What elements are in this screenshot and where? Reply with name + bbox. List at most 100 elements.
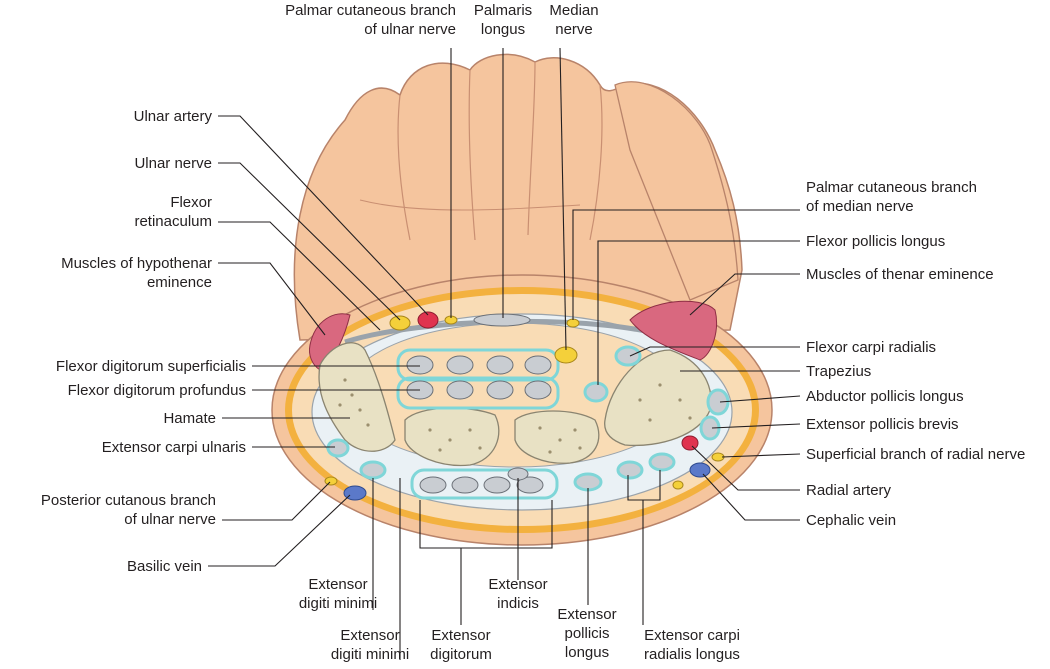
label-trapezius-line: Trapezius bbox=[806, 363, 871, 380]
leader-hypothenar bbox=[218, 262, 326, 336]
fpl-tendon bbox=[583, 381, 609, 403]
finger-crease-2 bbox=[468, 69, 476, 241]
label-hypothenar-line: Muscles of hypothenar bbox=[61, 255, 212, 272]
leader-ulnar-nerve bbox=[218, 162, 401, 321]
label-edm-lower: Extensor digiti minimi bbox=[331, 627, 409, 663]
label-palmar-cutaneous-median-line: of median nerve bbox=[806, 198, 914, 215]
apl-tendon bbox=[706, 388, 730, 416]
label-edm-upper-line: Extensor bbox=[308, 576, 367, 593]
label-median-nerve: Median nerve bbox=[549, 2, 598, 38]
label-palmaris-longus-line: Palmaris bbox=[474, 2, 532, 19]
label-palmar-cutaneous-ulnar: Palmar cutaneous branch of ulnar nerve bbox=[285, 2, 456, 38]
labels: Palmar cutaneous branch of ulnar nerve Pa… bbox=[41, 2, 1025, 663]
leader-flexor-retinaculum bbox=[218, 221, 381, 331]
label-hypothenar-line: eminence bbox=[147, 274, 212, 291]
label-epl-line: longus bbox=[565, 644, 609, 661]
label-ulnar-nerve-line: Ulnar nerve bbox=[134, 155, 212, 172]
leader-ulnar-artery bbox=[218, 115, 429, 316]
label-apl: Abductor pollicis longus bbox=[806, 388, 964, 405]
ecu-tendon bbox=[326, 438, 350, 458]
label-ext-indicis-line: Extensor bbox=[488, 576, 547, 593]
basilic-vein bbox=[343, 485, 367, 501]
leader-thenar bbox=[689, 273, 800, 316]
label-cephalic-vein: Cephalic vein bbox=[806, 512, 896, 529]
fist bbox=[293, 53, 743, 341]
label-thenar: Muscles of thenar eminence bbox=[806, 266, 994, 283]
finger-crease-1 bbox=[397, 94, 411, 241]
finger-crease-4 bbox=[589, 84, 603, 241]
label-median-nerve-line: nerve bbox=[555, 21, 593, 38]
label-epb-line: Extensor pollicis brevis bbox=[806, 416, 959, 433]
leader-cephalic-vein bbox=[702, 473, 800, 521]
finger-crease-3 bbox=[527, 61, 536, 236]
label-flexor-retinaculum: Flexor retinaculum bbox=[134, 194, 212, 230]
leader-apl bbox=[719, 395, 801, 403]
cephalic-vein bbox=[689, 462, 711, 478]
label-trapezius: Trapezius bbox=[806, 363, 871, 380]
leader-superficial-radial bbox=[721, 453, 801, 458]
edm-tendon bbox=[359, 460, 387, 480]
label-flexor-retinaculum-line: Flexor bbox=[170, 194, 212, 211]
label-edm-lower-line: Extensor bbox=[340, 627, 399, 644]
label-hypothenar: Muscles of hypothenar eminence bbox=[61, 255, 212, 291]
label-fdp: Flexor digitorum profundus bbox=[68, 382, 246, 399]
radial-artery bbox=[681, 435, 699, 451]
label-ecu: Extensor carpi ulnaris bbox=[102, 439, 246, 456]
label-palmar-cutaneous-ulnar-line: of ulnar nerve bbox=[364, 21, 456, 38]
label-edm-lower-line: digiti minimi bbox=[331, 646, 409, 663]
label-ext-indicis: Extensor indicis bbox=[488, 576, 547, 612]
label-median-nerve-line: Median bbox=[549, 2, 598, 19]
label-basilic-vein-line: Basilic vein bbox=[127, 558, 202, 575]
label-apl-line: Abductor pollicis longus bbox=[806, 388, 964, 405]
label-thenar-line: Muscles of thenar eminence bbox=[806, 266, 994, 283]
label-radial-artery: Radial artery bbox=[806, 482, 892, 499]
fds-tendons bbox=[396, 348, 560, 382]
label-edm-upper-line: digiti minimi bbox=[299, 595, 377, 612]
label-hamate-line: Hamate bbox=[163, 410, 216, 427]
posterior-cutaneous-ulnar bbox=[324, 476, 338, 486]
leader-lines bbox=[208, 47, 801, 660]
label-fcr-line: Flexor carpi radialis bbox=[806, 339, 936, 356]
small-nerve-dot bbox=[672, 480, 684, 490]
ecrl-tendon-1 bbox=[616, 460, 644, 480]
label-fpl-line: Flexor pollicis longus bbox=[806, 233, 945, 250]
label-palmar-cutaneous-ulnar-line: Palmar cutaneous branch bbox=[285, 2, 456, 19]
palmaris-longus-tendon bbox=[473, 313, 531, 327]
ulnar-artery bbox=[417, 311, 439, 329]
label-ext-digitorum-line: digitorum bbox=[430, 646, 492, 663]
label-fcr: Flexor carpi radialis bbox=[806, 339, 936, 356]
ecrl-tendon-2 bbox=[648, 452, 676, 472]
trapezoid-bone bbox=[514, 410, 600, 464]
leader-ecrl bbox=[627, 470, 661, 625]
label-flexor-retinaculum-line: retinaculum bbox=[134, 213, 212, 230]
label-ecrl-line: Extensor carpi bbox=[644, 627, 740, 644]
palmar-cutaneous-median bbox=[566, 318, 580, 328]
leader-ext-digitorum bbox=[419, 500, 553, 625]
label-hamate: Hamate bbox=[163, 410, 216, 427]
label-epb: Extensor pollicis brevis bbox=[806, 416, 959, 433]
label-superficial-radial: Superficial branch of radial nerve bbox=[806, 446, 1025, 463]
leader-fpl bbox=[597, 240, 800, 385]
leader-radial-artery bbox=[691, 445, 800, 491]
leader-fcr bbox=[629, 346, 800, 357]
label-ext-indicis-line: indicis bbox=[497, 595, 539, 612]
thumb bbox=[614, 81, 739, 301]
leader-median-nerve bbox=[559, 47, 567, 351]
leader-basilic-vein bbox=[208, 494, 351, 567]
fcr-tendon bbox=[614, 345, 642, 367]
leader-palmar-cutaneous-median bbox=[572, 209, 800, 320]
label-posterior-cutaneous-ulnar-line: Posterior cutanous branch bbox=[41, 492, 216, 509]
knuckle-line bbox=[359, 199, 581, 211]
label-ulnar-artery-line: Ulnar artery bbox=[134, 108, 213, 125]
fdp-tendons bbox=[396, 376, 560, 410]
label-ulnar-artery: Ulnar artery bbox=[134, 108, 213, 125]
label-fds: Flexor digitorum superficialis bbox=[56, 358, 246, 375]
label-ecu-line: Extensor carpi ulnaris bbox=[102, 439, 246, 456]
label-fds-line: Flexor digitorum superficialis bbox=[56, 358, 246, 375]
